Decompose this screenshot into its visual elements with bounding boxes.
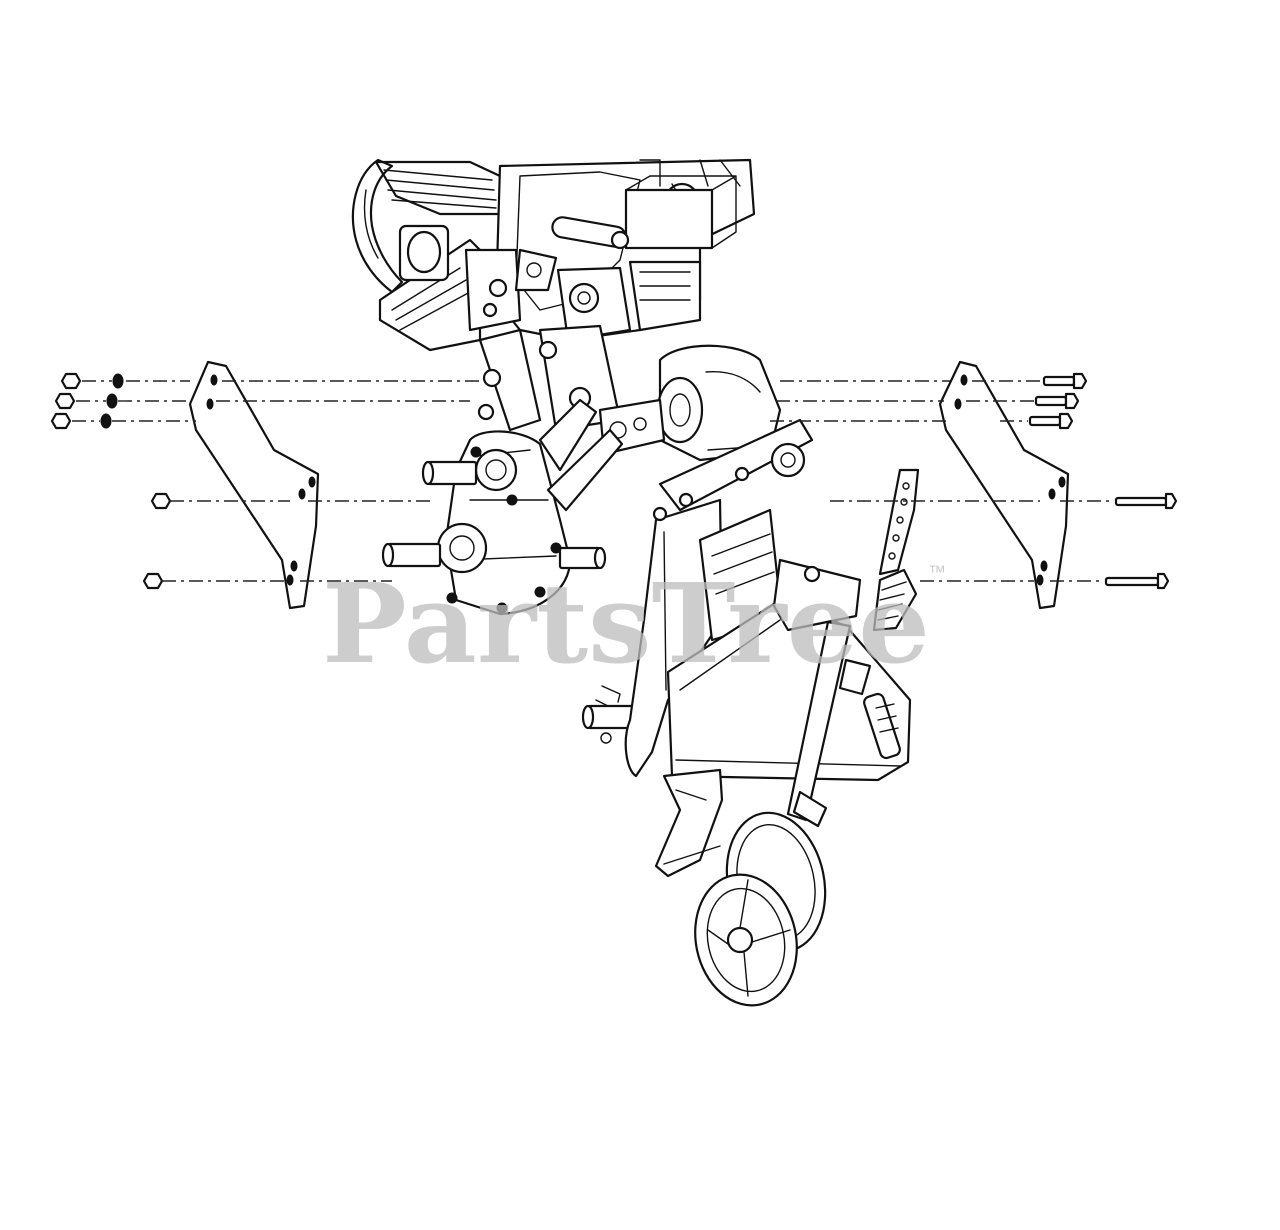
fender-tray[interactable] — [654, 598, 912, 878]
right-hex-bolts[interactable] — [1028, 372, 1178, 590]
engine-assembly[interactable] — [351, 158, 782, 462]
depth-bar[interactable] — [772, 468, 920, 828]
left-side-plate[interactable] — [188, 360, 320, 610]
watermark-trademark: ™ — [928, 562, 946, 582]
watermark: PartsTree — [322, 559, 930, 688]
front-wheel[interactable] — [683, 804, 837, 1015]
drive-shaft[interactable] — [624, 418, 814, 778]
assembly-lines — [72, 380, 1114, 582]
left-lock-washers[interactable] — [100, 373, 124, 429]
left-output-shafts[interactable] — [381, 460, 650, 744]
left-hex-nuts[interactable] — [50, 372, 172, 590]
right-side-plate[interactable] — [938, 360, 1070, 610]
